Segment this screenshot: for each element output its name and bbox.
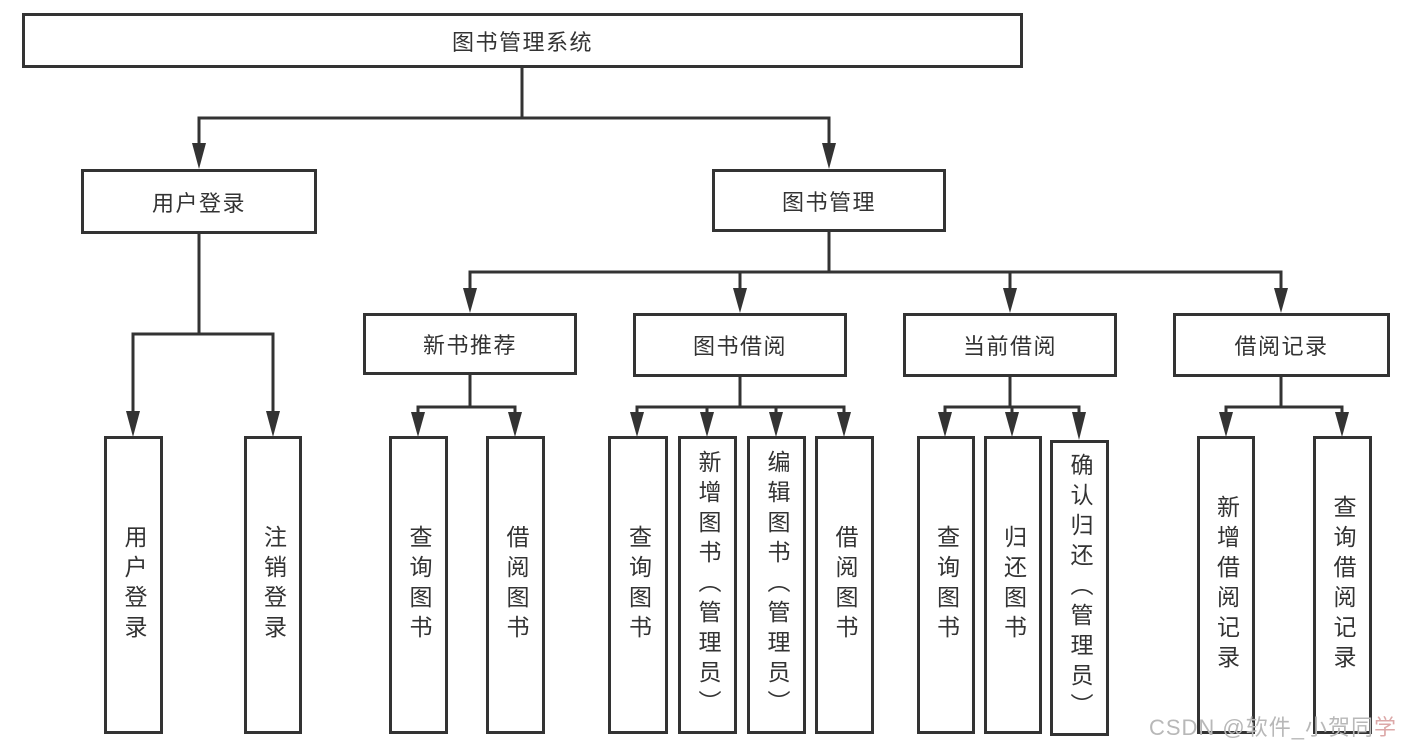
node-current-borrowing: 当前借阅 [903,313,1117,377]
leaf-borrow-books-1: 借阅图书 [486,436,545,734]
leaf-add-books-admin: 新增图书（管理员） [678,436,737,734]
node-label: 借阅记录 [1234,334,1329,359]
arrow-icon [733,288,747,313]
leaf-query-books-3: 查询图书 [917,436,975,734]
leaf-edit-books-admin: 编辑图书（管理员） [747,436,806,734]
node-label: 图书管理系统 [451,29,593,55]
arrow-icon [508,412,522,437]
arrow-icon [192,143,206,169]
node-label: 查询图书 [933,525,960,645]
arrow-icon [837,412,851,437]
leaf-query-borrow-record: 查询借阅记录 [1313,436,1372,734]
arrow-icon [463,288,477,313]
leaf-return-books: 归还图书 [984,436,1042,734]
node-label: 查询图书 [406,525,432,645]
node-label: 查询借阅记录 [1330,495,1356,675]
arrow-icon [1335,412,1349,437]
connector-root [192,68,836,169]
leaf-logout: 注销登录 [244,436,302,734]
arrow-icon [700,412,714,437]
node-label: 借阅图书 [503,525,529,645]
connector-new-book-rec [411,374,522,437]
connector-book-mgmt [463,231,1288,313]
watermark-accent-text: 学 [1373,715,1397,740]
arrow-icon [769,412,783,437]
node-borrowing-records: 借阅记录 [1173,313,1390,377]
node-label: 新书推荐 [422,333,517,358]
node-label: 借阅图书 [832,525,858,645]
leaf-add-borrow-record: 新增借阅记录 [1197,436,1255,734]
node-new-book-recommend: 新书推荐 [363,313,577,375]
node-book-borrowing: 图书借阅 [633,313,847,377]
node-label: 图书管理 [781,189,876,215]
node-label: 确认归还（管理员） [1067,453,1093,723]
csdn-watermark: CSDN @软件_小贺同学 [1149,710,1397,742]
arrow-icon [1005,412,1019,437]
arrow-icon [1274,288,1288,313]
node-label: 用户登录 [121,525,147,645]
leaf-borrow-books-2: 借阅图书 [815,436,874,734]
arrow-icon [1072,412,1086,440]
node-label: 新增借阅记录 [1213,495,1240,675]
connector-current-borrow [938,376,1086,440]
arrow-icon [938,412,952,437]
arrow-icon [1219,412,1233,437]
leaf-confirm-return-admin: 确认归还（管理员） [1050,440,1109,736]
node-label: 用户登录 [151,190,246,216]
watermark-text: CSDN @软件_小贺同 [1148,715,1374,740]
arrow-icon [126,411,140,437]
node-label: 新增图书（管理员） [695,450,721,720]
arrow-icon [630,412,644,437]
node-book-management: 图书管理 [712,169,946,232]
arrow-icon [266,411,280,437]
arrow-icon [411,412,425,437]
leaf-query-books-1: 查询图书 [389,436,448,734]
connector-book-borrow [630,376,851,437]
node-label: 当前借阅 [962,334,1057,359]
node-label: 归还图书 [1000,525,1027,645]
leaf-user-login: 用户登录 [104,436,163,734]
node-label: 编辑图书（管理员） [764,450,790,720]
node-library-management-system: 图书管理系统 [22,13,1023,68]
node-label: 图书借阅 [692,334,787,359]
arrow-icon [822,143,836,169]
connector-user-login [126,233,280,437]
node-user-login: 用户登录 [81,169,317,234]
leaf-query-books-2: 查询图书 [608,436,668,734]
node-label: 查询图书 [625,525,652,645]
arrow-icon [1003,288,1017,313]
connector-borrow-record [1219,376,1349,437]
node-label: 注销登录 [260,525,287,645]
